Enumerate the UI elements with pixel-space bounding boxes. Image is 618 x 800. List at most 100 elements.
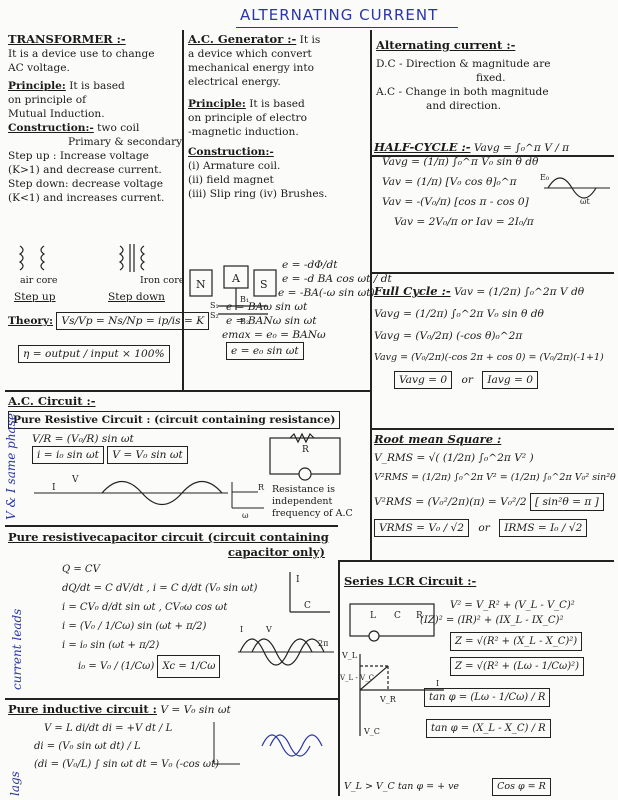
step-down-text: Step down: decrease voltage — [8, 178, 164, 190]
theory-formula: Vs/Vp = Ns/Np = ip/is = K — [56, 312, 210, 330]
divider-full-cycle — [370, 272, 614, 274]
step-up-text: Step up : Increase voltage — [8, 150, 149, 162]
divider-col-1 — [182, 30, 184, 390]
core-label-air: air core — [20, 275, 58, 286]
capacitor-eq: i = (V₀ / 1/Cω) sin (ωt + π/2) — [62, 621, 207, 632]
phasor-vr: V_R — [379, 695, 397, 704]
gen-equation: emax = e₀ = BANω — [222, 329, 326, 341]
resistance-note-line: Resistance is — [272, 484, 336, 495]
type-label-step-down: Step down — [108, 291, 165, 303]
half-cycle-eq: Vavg = (1/π) ∫₀^π V₀ sin θ dθ — [382, 156, 539, 168]
construction-text: Primary & secondary — [68, 136, 183, 148]
generator-line: It is — [299, 34, 321, 46]
dc-text: D.C - Direction & magnitude are — [376, 58, 551, 70]
principle-text: It is based — [69, 80, 125, 92]
gen-label-s1: S₁ — [210, 301, 219, 310]
construction-item: (iii) Slip ring (iv) Brushes. — [188, 188, 328, 200]
dc-text: fixed. — [476, 72, 506, 84]
resistive-eq: V/R = (V₀/R) sin ωt — [32, 433, 134, 445]
type-label-step-up: Step up — [14, 291, 56, 303]
half-cycle-heading: HALF-CYCLE :- — [374, 140, 471, 154]
gen-label-n: N — [196, 278, 206, 291]
generator-line: mechanical energy into — [188, 62, 315, 74]
transformer-line: It is a device use to change — [8, 48, 155, 60]
capacitor-eq: Q = CV — [62, 564, 100, 575]
half-cycle-eq: Vav = -(V₀/π) [cos π - cos 0] — [382, 196, 529, 208]
lcr-eq: tan φ = (X_L - X_C) / R — [426, 719, 551, 738]
gen-equation: e = -dΦ/dt — [282, 259, 338, 271]
ac-circuit-section: A.C. Circuit :- Pure Resistive Circuit :… — [8, 394, 368, 429]
capacitor-section: Pure resistivecapacitor circuit (circuit… — [8, 530, 338, 560]
lcr-section: Series LCR Circuit :- — [344, 574, 614, 589]
step-up-text: (K>1) and decrease current. — [8, 164, 162, 176]
lcr-eq: (IZ)² = (IR)² + (IX_L - IX_C)² — [420, 615, 564, 626]
gen-equation: e = -BA(-ω sin ωt) — [278, 287, 375, 299]
gen-equation: e = BANω sin ωt — [226, 315, 317, 327]
generator-equations: e = -dΦ/dt e = -d BA cos ωt / dt e = -BA… — [222, 258, 392, 360]
half-cycle-e0: E₀ — [540, 173, 549, 182]
rms-section: Root mean Square : V_RMS = √( (1/2π) ∫₀^… — [374, 432, 618, 537]
capacitor-wave-graph: I V 2π — [238, 625, 334, 666]
transformer-heading: TRANSFORMER :- — [8, 32, 126, 46]
generator-line: electrical energy. — [188, 76, 281, 88]
lcr-heading: Series LCR Circuit :- — [344, 574, 477, 588]
construction-label: Construction:- — [188, 146, 274, 158]
resistance-note-line: independent — [272, 496, 333, 507]
generator-line: a device which convert — [188, 48, 312, 60]
side-label-same-phase: V & I same phase — [4, 413, 18, 520]
capacitor-heading-2: capacitor only) — [228, 545, 325, 559]
ac-text: and direction. — [426, 100, 501, 112]
principle-text: It is based — [249, 98, 305, 110]
page-title: ALTERNATING CURRENT — [240, 6, 439, 24]
lcr-label-c: C — [394, 611, 401, 621]
resistive-label-r: R — [302, 445, 309, 455]
capacitor-graph-i: I — [240, 625, 243, 634]
phasor-vl: V_L — [341, 651, 358, 660]
divider-ac-circuit — [5, 390, 370, 392]
divider-lower — [338, 560, 340, 796]
principle-text: -magnetic induction. — [188, 126, 299, 138]
full-cycle-eq: Vav = (1/2π) ∫₀^2π V dθ — [453, 286, 585, 298]
side-label-current-leads: current leads — [10, 608, 24, 690]
theory-label: Theory: — [8, 315, 54, 327]
full-cycle-iavg: Iavg = 0 — [482, 371, 538, 389]
lcr-eq: V² = V_R² + (V_L - V_C)² — [450, 600, 575, 611]
full-cycle-eq: Vavg = (V₀/2π) (-cos θ)₀^2π — [374, 330, 523, 342]
ac-circuit-heading: A.C. Circuit :- — [8, 394, 96, 408]
capacitor-eq: i₀ = V₀ / (1/Cω) — [78, 661, 155, 672]
capacitor-equations: Q = CV dQ/dt = C dV/dt , i = C d/dt (V₀ … — [62, 560, 257, 678]
principle-label: Principle: — [8, 80, 66, 92]
full-cycle-eq: Vavg = (V₀/2π)(-cos 2π + cos 0) = (V₀/2π… — [374, 352, 604, 363]
resistive-equations: V/R = (V₀/R) sin ωt i = i₀ sin ωt V = V₀… — [32, 432, 188, 464]
half-cycle-eq: Vavg = ∫₀^π V / π — [473, 142, 570, 154]
full-cycle-eq: Vavg = (1/2π) ∫₀^2π V₀ sin θ dθ — [374, 308, 544, 320]
generator-diagram: N A S B₁ B₂ S₁ S₂ — [189, 265, 277, 326]
inductive-equations: V = L di/dt di = +V dt / L di = (V₀ sin … — [34, 720, 219, 774]
inductive-eq: di = (V₀ sin ωt dt) / L — [34, 741, 141, 752]
construction-item: (ii) field magnet — [188, 174, 274, 186]
resistance-note-line: frequency of A.C — [272, 508, 353, 519]
divider-lcr — [338, 560, 614, 562]
transformer-section: TRANSFORMER :- It is a device use to cha… — [8, 32, 183, 205]
divider-capacitor — [5, 525, 338, 527]
capacitor-circuit: I C — [289, 572, 330, 613]
half-cycle-section: HALF-CYCLE :- Vavg = ∫₀^π V / π Vavg = (… — [374, 140, 612, 229]
half-cycle-eq: Vav = 2V₀/π or Iav = 2I₀/π — [394, 216, 534, 228]
lcr-equations: V² = V_R² + (V_L - V_C)² (IZ)² = (IR)² +… — [420, 598, 585, 738]
theory-block: Theory: Vs/Vp = Ns/Np = ip/is = K — [8, 312, 210, 330]
capacitor-heading: Pure resistivecapacitor circuit (circuit… — [8, 530, 329, 544]
step-down-text: (K<1) and increases current. — [8, 192, 165, 204]
capacitor-eq: i = i₀ sin (ωt + π/2) — [62, 640, 160, 651]
inductive-section: Pure inductive circuit : V = V₀ sin ωt — [8, 702, 338, 717]
divider-col-2 — [370, 30, 372, 560]
resistive-label-i: I — [52, 483, 56, 493]
capacitor-graph-2pi: 2π — [318, 639, 328, 648]
divider-rms — [370, 428, 614, 430]
half-cycle-graph: E₀ ωt — [540, 173, 610, 206]
full-cycle-vavg: Vavg = 0 — [394, 371, 453, 389]
full-cycle-or: or — [461, 374, 473, 386]
rms-eq: V²RMS = (1/2π) ∫₀^2π V² = (1/2π) ∫₀^2π V… — [374, 472, 618, 483]
transformer-line: AC voltage. — [8, 62, 70, 74]
principle-text: on principle of — [8, 94, 87, 106]
